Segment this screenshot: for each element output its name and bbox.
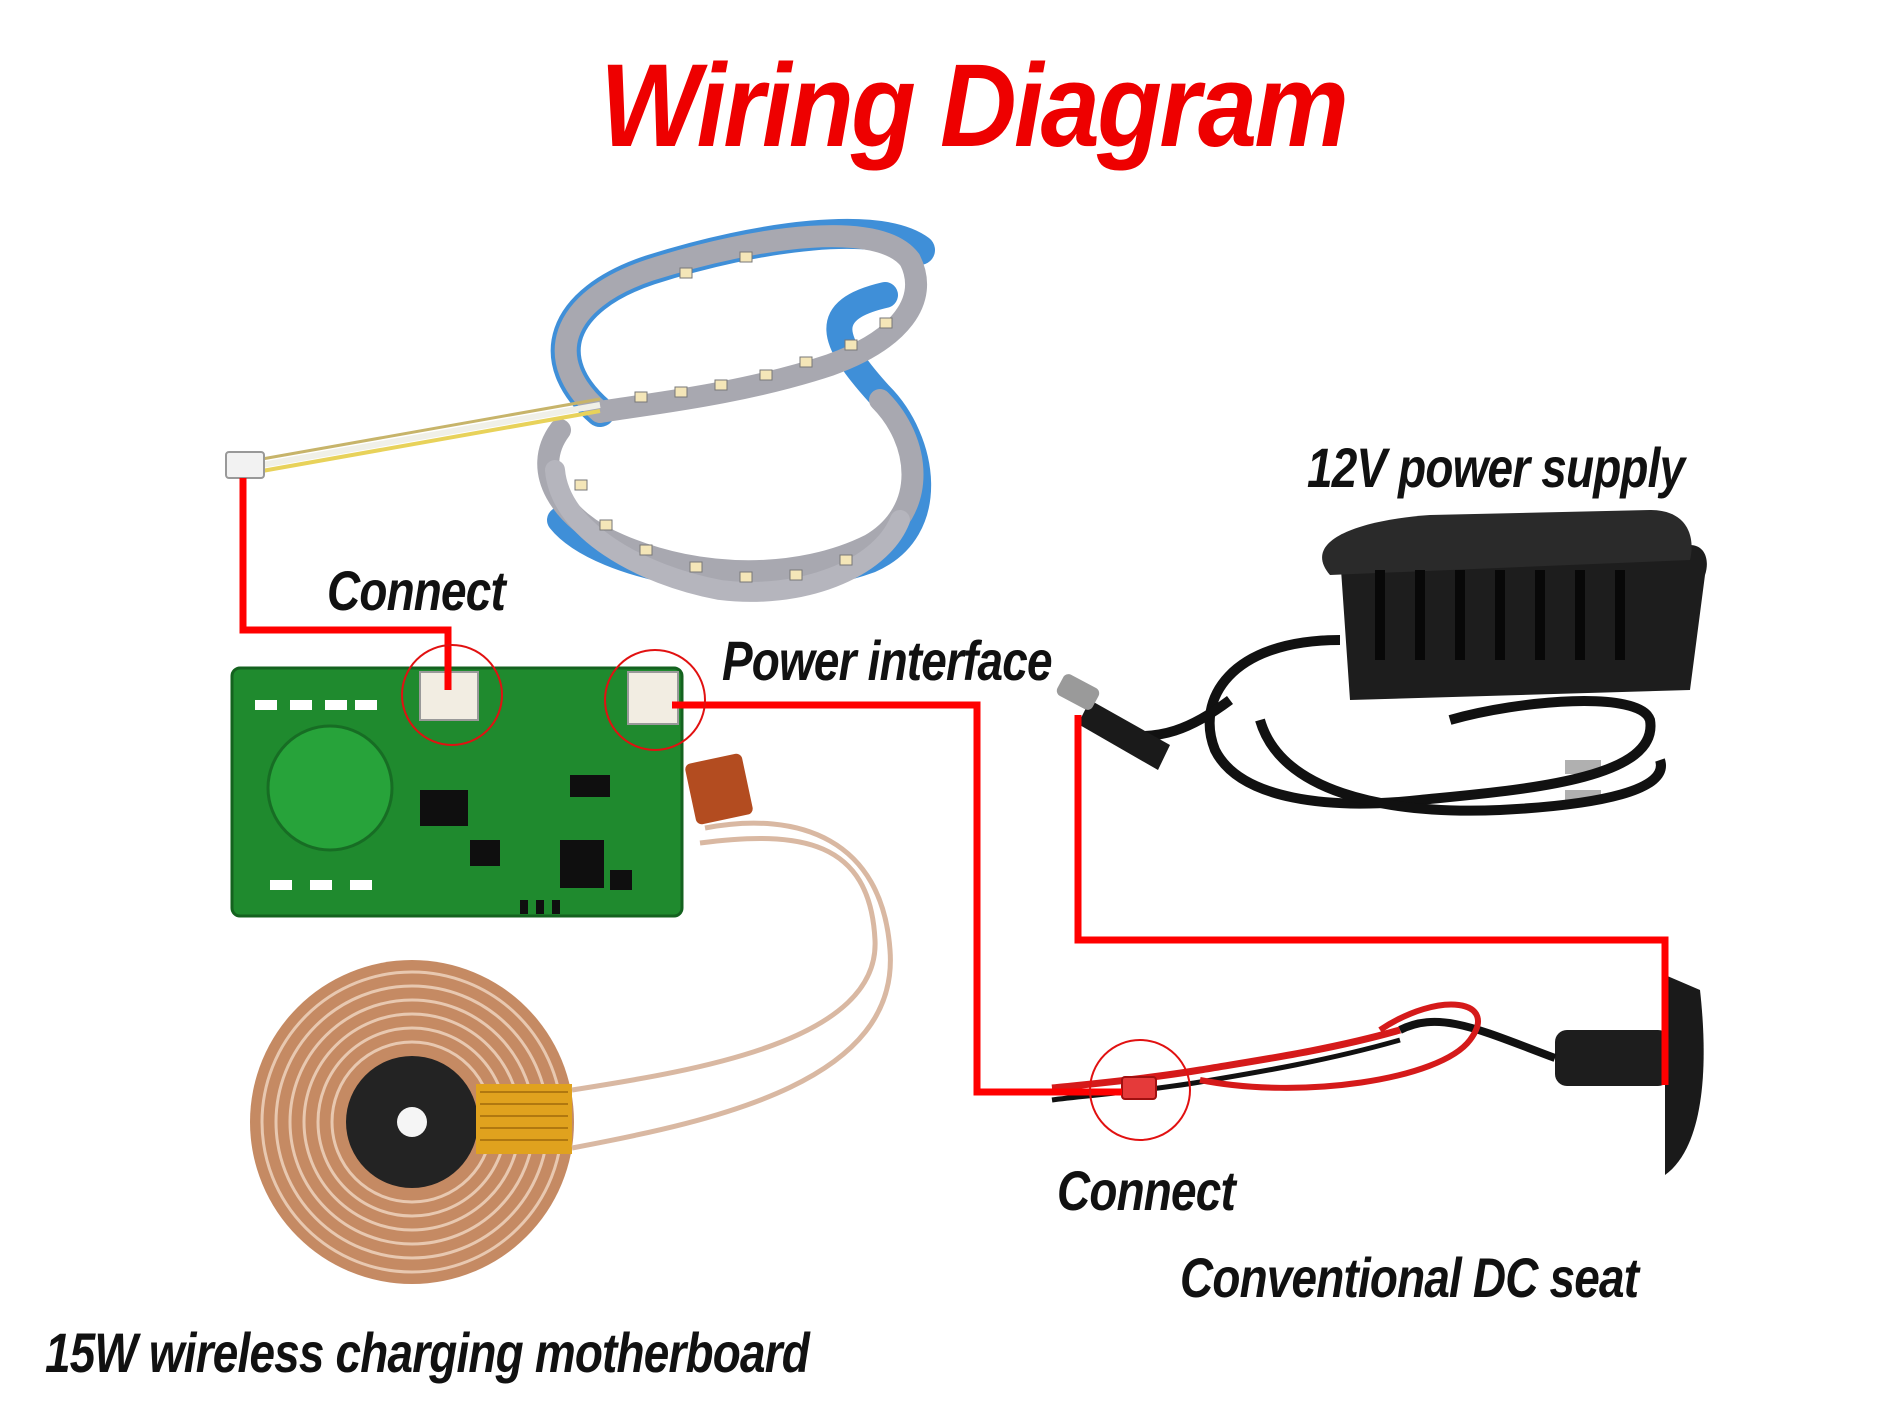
connection-wires [239,478,1669,1096]
dc-seat-connector [1121,1076,1157,1100]
motherboard-label: 15W wireless charging motherboard [45,1321,810,1384]
dc-connect-label: Connect [1057,1159,1236,1222]
highlight-circles [401,644,1191,1141]
capacitor [685,753,753,825]
power-supply-label: 12V power supply [1307,436,1685,499]
led-strip-connector [225,451,265,479]
led-strip [225,218,935,602]
dc-seat [1051,975,1704,1175]
wireless-charging-coil [250,820,893,1284]
dc-seat-label: Conventional DC seat [1180,1246,1639,1309]
power-interface-label: Power interface [722,629,1052,692]
diagram-title: Wiring Diagram [600,40,1349,172]
power-supply-adapter [1056,510,1707,816]
led-connect-label: Connect [327,559,506,622]
power-port-connector [627,671,679,725]
